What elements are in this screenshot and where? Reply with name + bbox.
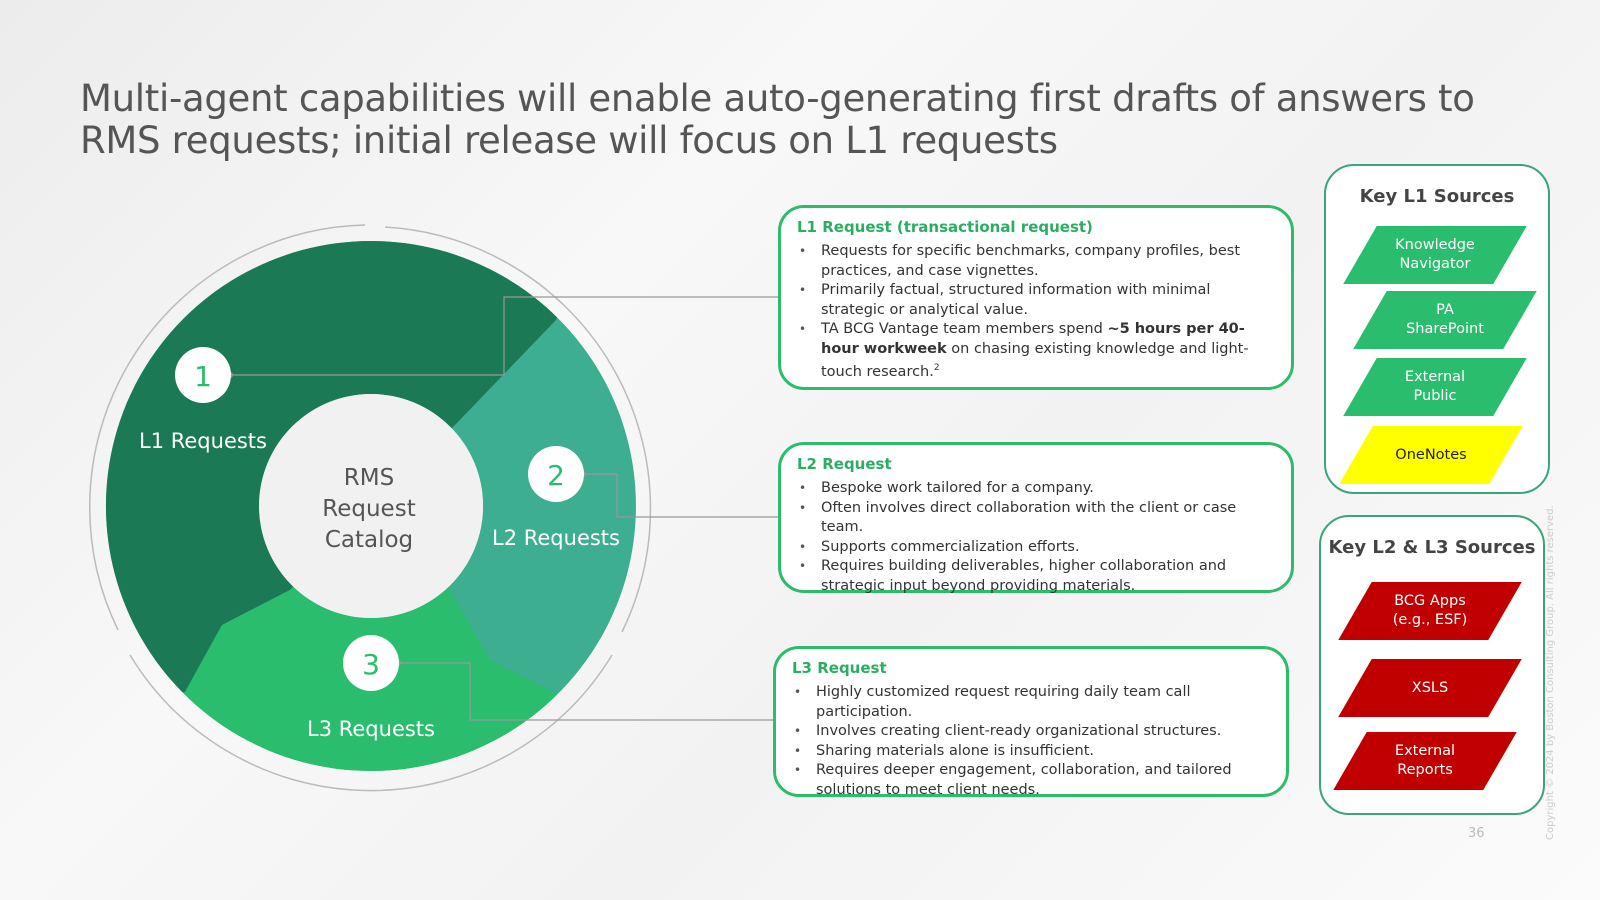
center-label-line: Catalog (325, 527, 413, 553)
l1-bullet: Primarily factual, structured informatio… (797, 281, 1277, 320)
l1-box-title: L1 Request (transactional request) (797, 218, 1093, 236)
l3-segment-label: L3 Requests (307, 717, 435, 741)
l1-segment-label: L1 Requests (139, 429, 267, 453)
l3-bullet: Highly customized request requiring dail… (792, 683, 1272, 722)
source-pa-sharepoint: PA SharePoint (1353, 291, 1537, 349)
step-2-number: 2 (547, 459, 565, 492)
l2-box-title: L2 Request (797, 455, 892, 473)
center-label-line: Request (322, 496, 415, 522)
l2-segment-label: L2 Requests (492, 526, 620, 550)
l1-bullet: Requests for specific benchmarks, compan… (797, 242, 1277, 281)
l1-bullet: TA BCG Vantage team members spend ~5 hou… (797, 320, 1277, 382)
l2-bullet: Often involves direct collaboration with… (797, 499, 1277, 538)
l3-bullet: Sharing materials alone is insufficient. (792, 742, 1272, 762)
step-1-number: 1 (194, 360, 212, 393)
outer-ring-arc (384, 226, 652, 633)
key-l2-l3-sources-title: Key L2 & L3 Sources (1328, 537, 1536, 558)
step-3-number: 3 (362, 648, 380, 681)
l3-box-title: L3 Request (792, 659, 887, 677)
l2-bullet: Requires building deliverables, higher c… (797, 557, 1277, 596)
outer-ring-arc (129, 654, 613, 792)
l3-request-box: L3 Request Highly customized request req… (773, 646, 1289, 800)
source-bcg-apps: BCG Apps (e.g., ESF) (1338, 582, 1522, 640)
source-external-public: External Public (1343, 358, 1527, 416)
source-onenotes: OneNotes (1339, 426, 1523, 484)
l2-request-box: L2 Request Bespoke work tailored for a c… (778, 442, 1294, 596)
step-2-badge (528, 446, 584, 502)
l1-request-box: L1 Request (transactional request) Reque… (778, 205, 1294, 390)
step-1-badge (175, 347, 231, 403)
source-xsls: XSLS (1338, 659, 1522, 717)
connector-lines (230, 296, 780, 721)
key-l1-sources-title: Key L1 Sources (1359, 186, 1515, 207)
l2-bullet: Supports commercialization efforts. (797, 538, 1277, 558)
copyright-notice: Copyright © 2024 by Boston Consulting Gr… (1545, 505, 1556, 840)
center-label-line: RMS (344, 465, 394, 491)
page-number: 36 (1468, 826, 1485, 841)
l3-bullet: Requires deeper engagement, collaboratio… (792, 761, 1272, 800)
center-circle (259, 394, 483, 618)
step-3-badge (343, 635, 399, 691)
source-knowledge-navigator: Knowledge Navigator (1343, 226, 1527, 284)
slide-title: Multi-agent capabilities will enable aut… (80, 77, 1475, 162)
l3-bullet: Involves creating client-ready organizat… (792, 722, 1272, 742)
source-external-reports: External Reports (1333, 732, 1517, 790)
outer-ring-arc (88, 224, 366, 631)
l2-bullet: Bespoke work tailored for a company. (797, 479, 1277, 499)
